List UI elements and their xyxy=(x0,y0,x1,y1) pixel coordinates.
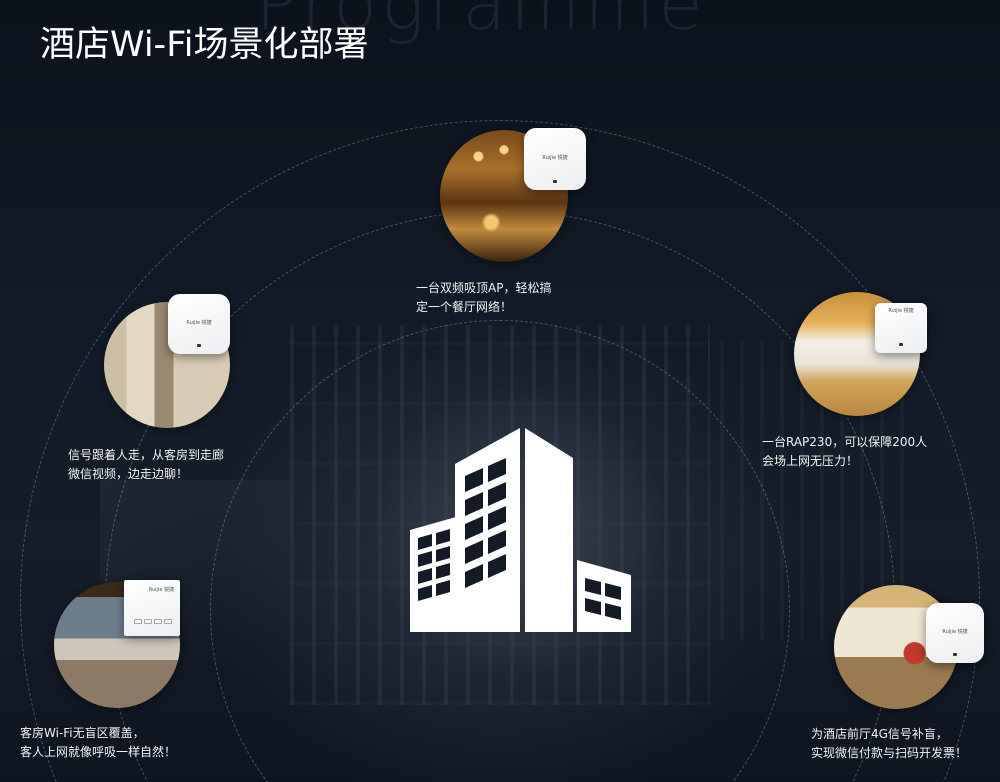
caption-line: 实现微信付款与扫码开发票！ xyxy=(811,746,968,760)
caption-line: 客房Wi-Fi无盲区覆盖， xyxy=(20,726,145,740)
device-brand-label: Ruijie 锐捷 xyxy=(186,320,212,327)
device-brand-label: Ruijie 锐捷 xyxy=(888,308,914,314)
caption-line: 信号跟着人走，从客房到走廊 xyxy=(68,448,225,462)
caption-line: 一台双频吸顶AP，轻松搞 xyxy=(416,281,552,295)
watermark-text: Programme xyxy=(255,0,707,46)
wall-panel-ap-device-icon: Ruijie 锐捷 xyxy=(124,580,180,636)
restaurant-caption: 一台双频吸顶AP，轻松搞 定一个餐厅网络！ xyxy=(416,279,551,317)
caption-line: 微信视频，边走边聊！ xyxy=(68,467,189,481)
device-brand-label: Ruijie 锐捷 xyxy=(148,587,174,593)
high-density-ap-device-icon: Ruijie 锐捷 xyxy=(875,303,927,353)
caption-line: 为酒店前厅4G信号补盲， xyxy=(811,727,948,741)
corridor-caption: 信号跟着人走，从客房到走廊 微信视频，边走边聊！ xyxy=(68,446,224,484)
caption-line: 定一个餐厅网络！ xyxy=(416,300,513,314)
guestroom-caption: 客房Wi-Fi无盲区覆盖， 客人上网就像呼吸一样自然！ xyxy=(20,724,176,762)
ceiling-ap-device-icon: Ruijie 锐捷 xyxy=(524,128,586,190)
page-title: 酒店Wi-Fi场景化部署 xyxy=(40,25,369,65)
device-brand-label: Ruijie 锐捷 xyxy=(542,155,568,162)
ceiling-ap-device-icon: Ruijie 锐捷 xyxy=(168,294,230,354)
ceiling-ap-device-icon: Ruijie 锐捷 xyxy=(926,603,984,663)
lobby-caption: 为酒店前厅4G信号补盲， 实现微信付款与扫码开发票！ xyxy=(811,725,967,763)
conference-caption: 一台RAP230，可以保障200人 会场上网无压力！ xyxy=(762,433,927,471)
device-brand-label: Ruijie 锐捷 xyxy=(942,629,968,636)
caption-line: 一台RAP230，可以保障200人 xyxy=(762,435,928,449)
hotel-building-icon xyxy=(410,428,631,632)
caption-line: 客人上网就像呼吸一样自然！ xyxy=(20,745,177,759)
ethernet-ports-icon xyxy=(134,619,172,624)
caption-line: 会场上网无压力！ xyxy=(762,454,859,468)
